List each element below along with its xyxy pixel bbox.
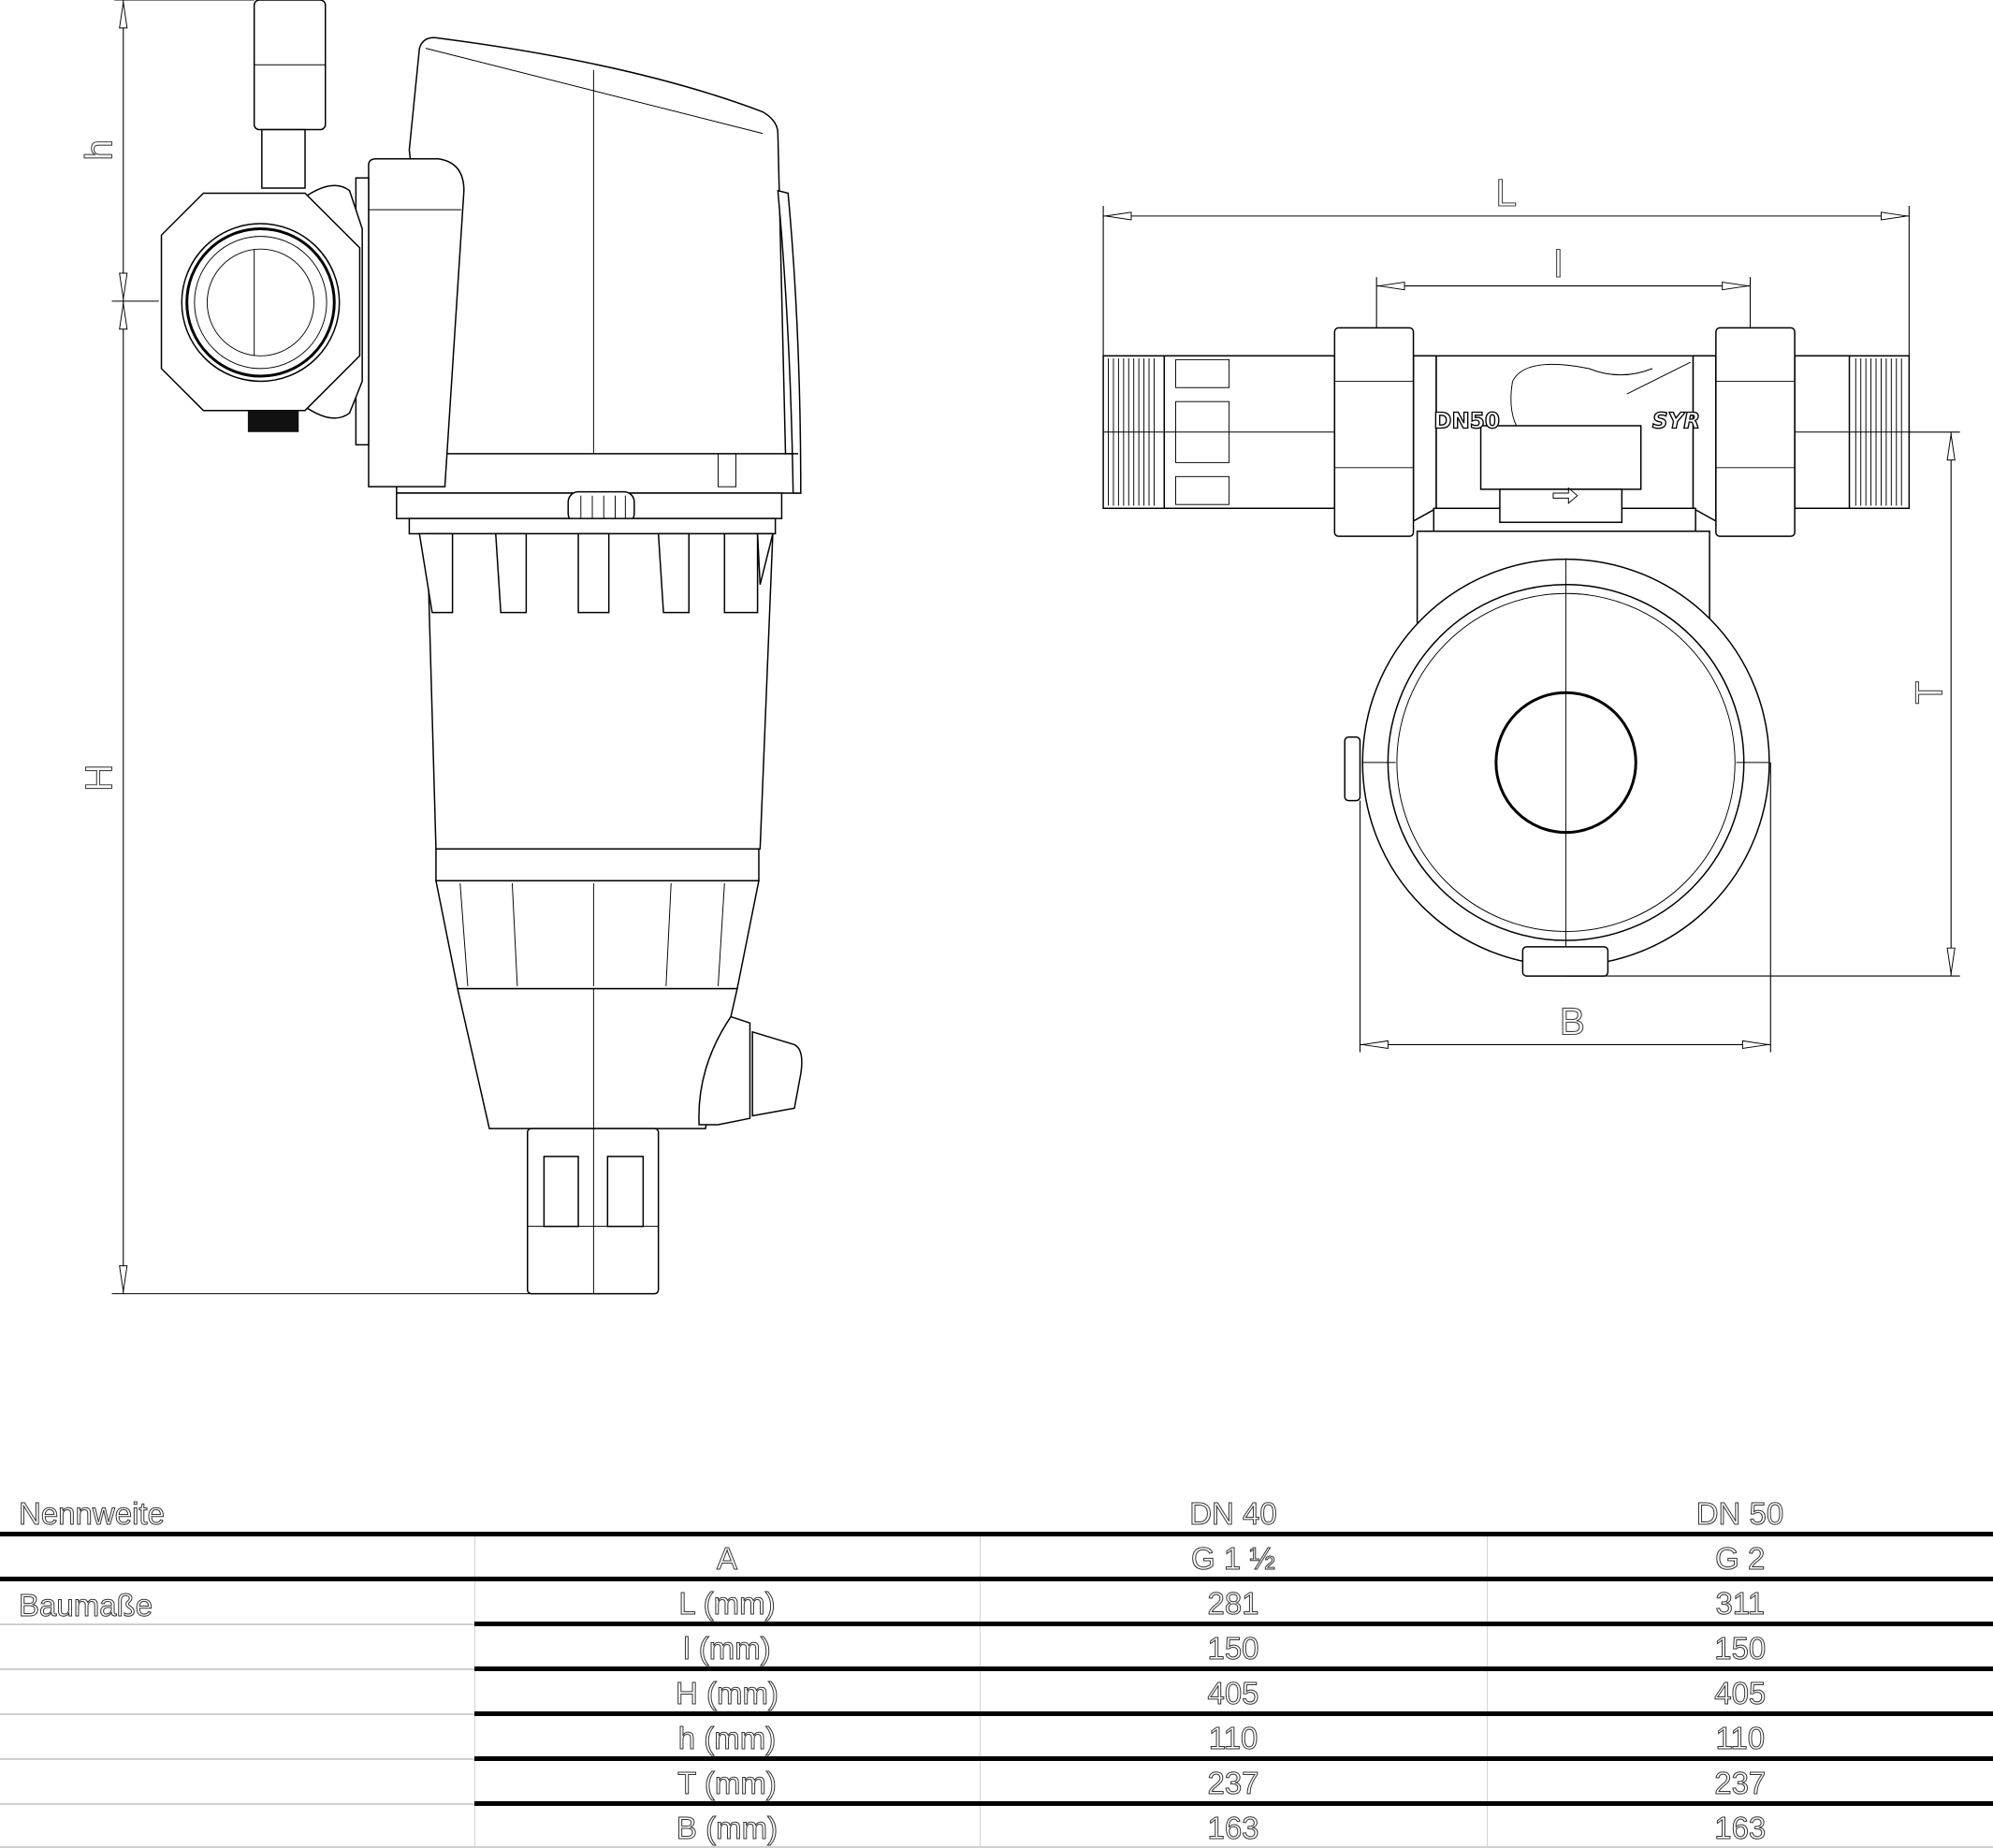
row-label: T (mm) [473, 1756, 980, 1804]
row-label: A [473, 1532, 980, 1579]
dimension-T: T [1565, 431, 1960, 977]
cell-value: 163 [1486, 1801, 1993, 1848]
dimension-L: L [1102, 170, 1910, 357]
cell-value: 311 [1486, 1577, 1993, 1624]
cell-value: 237 [1486, 1756, 1993, 1804]
dimension-label-T: T [1908, 681, 1951, 705]
union-nut-right [1715, 327, 1796, 537]
table-row: H (mm) 405 405 [0, 1666, 1993, 1714]
cell-value: G 2 [1486, 1532, 1993, 1579]
row-label: H (mm) [473, 1666, 980, 1714]
cell-value: 163 [979, 1801, 1487, 1848]
cell-value: 405 [979, 1666, 1487, 1714]
table-row: T (mm) 237 237 [0, 1756, 1993, 1804]
bowl-fingers [418, 532, 774, 614]
row-label: l (mm) [473, 1622, 980, 1669]
dimension-label-H: H [78, 764, 121, 791]
table-row: Baumaße L (mm) 281 311 [0, 1577, 1993, 1624]
drain-valve[interactable] [698, 1015, 751, 1126]
table-row: l (mm) 150 150 [0, 1622, 1993, 1669]
dimension-label-B: B [1560, 1000, 1585, 1043]
table-header-row: Nennweite DN 40 DN 50 [0, 1492, 1993, 1535]
flow-indicator [1479, 425, 1642, 490]
column-header-dn40: DN 40 [1189, 1496, 1278, 1531]
row-label: B (mm) [473, 1801, 980, 1848]
header-label: Nennweite [19, 1496, 166, 1531]
cell-value: 237 [979, 1756, 1487, 1804]
cell-value: 405 [1486, 1666, 1993, 1714]
dimension-l: l [1375, 242, 1752, 328]
dimension-label-l: l [1554, 242, 1563, 285]
side-view-drawing: h H [77, 0, 803, 1295]
dimensions-table: Nennweite DN 40 DN 50 A G 1 ½ G 2 Baumaß… [0, 1492, 1993, 1848]
row-label: h (mm) [473, 1711, 980, 1759]
top-view-drawing: L l T B [1102, 170, 1960, 1053]
dimension-label-L: L [1495, 171, 1517, 214]
drain-plug [247, 410, 299, 432]
cell-value: 150 [1486, 1622, 1993, 1669]
column-header-dn50: DN 50 [1695, 1496, 1784, 1531]
cell-value: 110 [1486, 1711, 1993, 1759]
technical-drawing: h H [77, 0, 1960, 1295]
cell-value: 150 [979, 1622, 1487, 1669]
head-side-block [368, 158, 465, 487]
pipe-connection-fitting [160, 184, 363, 432]
head-housing [396, 36, 802, 494]
brand-marking: SYR [1652, 410, 1700, 434]
union-nut-left [1333, 327, 1415, 537]
cell-value: 281 [979, 1577, 1487, 1624]
dimension-label-h: h [78, 139, 121, 161]
nominal-size-marking: DN50 [1433, 410, 1500, 434]
table-row: h (mm) 110 110 [0, 1711, 1993, 1759]
section-label: Baumaße [0, 1577, 474, 1624]
cell-value: 110 [979, 1711, 1487, 1759]
bowl-grip-ring [435, 880, 760, 990]
cell-value: G 1 ½ [979, 1532, 1487, 1579]
row-label: L (mm) [473, 1577, 980, 1624]
dimension-h-H: h H [77, 0, 531, 1295]
dimension-B: B [1359, 762, 1771, 1053]
table-row-connection: A G 1 ½ G 2 [0, 1532, 1993, 1579]
table-row: B (mm) 163 163 [0, 1801, 1993, 1848]
